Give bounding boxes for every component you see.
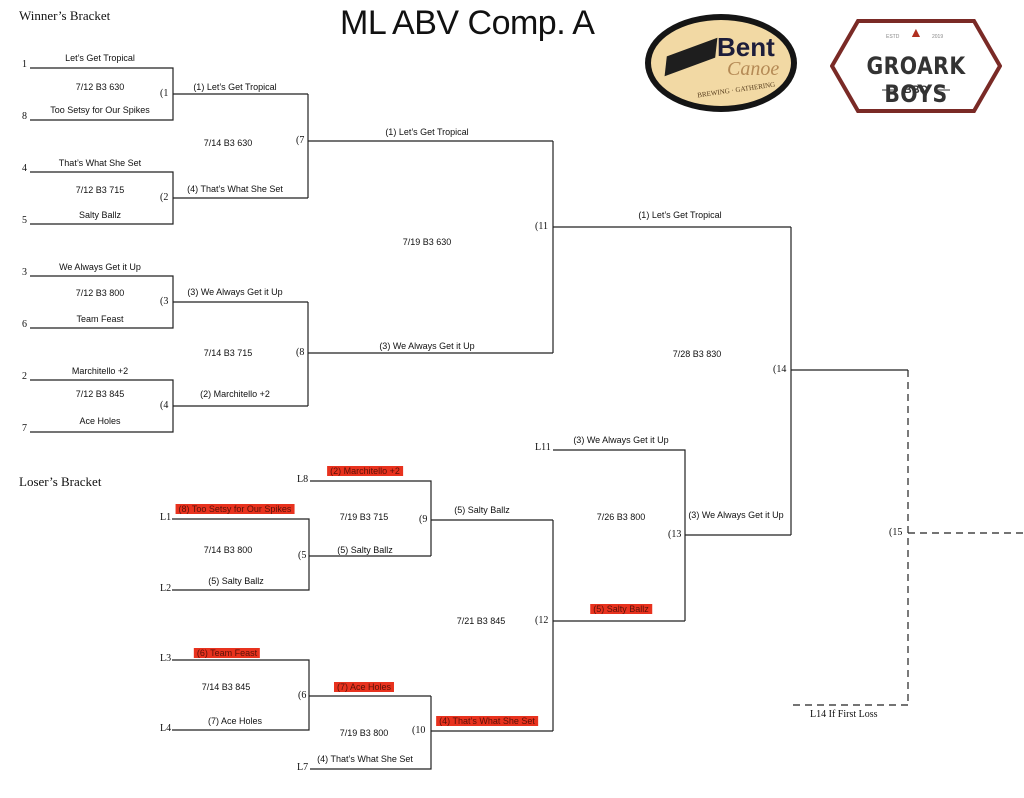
seed-number: L3 bbox=[160, 653, 172, 664]
team-slot: (4) That’s What She Set bbox=[317, 754, 413, 764]
match-number: (9 bbox=[419, 514, 428, 525]
seed-number: 8 bbox=[22, 111, 27, 122]
team-slot: (7) Ace Holes bbox=[207, 716, 263, 726]
logo-tagline: BREWING · GATHERING bbox=[696, 80, 776, 100]
logo-text: Canoe bbox=[727, 58, 780, 80]
match-time: 7/26 B3 800 bbox=[596, 512, 646, 522]
page-title: ML ABV Comp. A bbox=[340, 4, 595, 42]
team-slot: (5) Salty Ballz bbox=[454, 505, 510, 515]
match-number: (11 bbox=[535, 221, 548, 232]
logo-text: ESTD bbox=[886, 34, 900, 40]
match-number: (15 bbox=[889, 527, 903, 538]
team-slot: (4) That’s What She Set bbox=[187, 184, 283, 194]
match-number: (6 bbox=[298, 690, 307, 701]
seed-number: L11 bbox=[535, 442, 551, 453]
team-slot: (3) We Always Get it Up bbox=[379, 341, 475, 351]
match-time: 7/12 B3 800 bbox=[75, 288, 125, 298]
logo-text: BBQ bbox=[903, 84, 929, 96]
team-slot: Too Setsy for Our Spikes bbox=[50, 105, 150, 115]
seed-number: L4 bbox=[160, 723, 172, 734]
team-slot: We Always Get it Up bbox=[59, 262, 141, 272]
team-slot: Let’s Get Tropical bbox=[65, 53, 135, 63]
team-slot-eliminated: (4) That’s What She Set bbox=[436, 716, 538, 726]
seed-number: L8 bbox=[297, 474, 309, 485]
team-slot-wrapper: (6) Team Feast bbox=[193, 648, 261, 659]
match-number: (14 bbox=[773, 364, 787, 375]
match-time: 7/14 B3 630 bbox=[203, 138, 253, 148]
team-slot-eliminated: (6) Team Feast bbox=[193, 648, 261, 658]
match-time: 7/12 B3 630 bbox=[75, 82, 125, 92]
match-time: 7/14 B3 715 bbox=[203, 348, 253, 358]
match-number: (10 bbox=[412, 725, 426, 736]
team-slot-wrapper: (7) Ace Holes bbox=[333, 682, 395, 693]
match-number: (12 bbox=[535, 615, 549, 626]
team-slot: (2) Marchitello +2 bbox=[200, 389, 270, 399]
logo-text: Bent bbox=[717, 32, 775, 62]
match-number: (13 bbox=[668, 529, 682, 540]
team-slot: (1) Let’s Get Tropical bbox=[638, 210, 722, 220]
match-number: (3 bbox=[160, 296, 169, 307]
seed-number: L1 bbox=[160, 512, 172, 523]
team-slot-eliminated: (7) Ace Holes bbox=[333, 682, 395, 692]
team-slot-eliminated: (5) Salty Ballz bbox=[590, 604, 652, 614]
seed-number: 2 bbox=[22, 371, 27, 382]
team-slot-eliminated: (8) Too Setsy for Our Spikes bbox=[175, 504, 295, 514]
match-time: 7/28 B3 830 bbox=[672, 349, 722, 359]
seed-number: 6 bbox=[22, 319, 27, 330]
team-slot-wrapper: (2) Marchitello +2 bbox=[327, 466, 403, 477]
team-slot: Ace Holes bbox=[79, 416, 121, 426]
team-slot: (5) Salty Ballz bbox=[208, 576, 264, 586]
team-slot: Marchitello +2 bbox=[71, 366, 129, 376]
match-time: 7/19 B3 630 bbox=[402, 237, 452, 247]
seed-number: L7 bbox=[297, 762, 309, 773]
team-slot-wrapper: (5) Salty Ballz bbox=[590, 604, 652, 615]
team-slot: That’s What She Set bbox=[58, 158, 142, 168]
team-slot: (3) We Always Get it Up bbox=[688, 510, 784, 520]
match-number: (4 bbox=[160, 400, 169, 411]
match-number: (5 bbox=[298, 550, 307, 561]
match-number: (1 bbox=[160, 88, 169, 99]
if-necessary-note: L14 If First Loss bbox=[810, 709, 878, 720]
seed-number: 1 bbox=[22, 59, 27, 70]
match-time: 7/21 B3 845 bbox=[456, 616, 506, 626]
seed-number: 3 bbox=[22, 267, 27, 278]
match-time: 7/19 B3 800 bbox=[339, 728, 389, 738]
team-slot-eliminated: (2) Marchitello +2 bbox=[327, 466, 403, 476]
team-slot: (3) We Always Get it Up bbox=[187, 287, 283, 297]
seed-number: 4 bbox=[22, 163, 27, 174]
team-slot: (1) Let’s Get Tropical bbox=[193, 82, 277, 92]
match-time: 7/12 B3 845 bbox=[75, 389, 125, 399]
seed-number: 5 bbox=[22, 215, 27, 226]
bent-canoe-logo: Bent Canoe BREWING · GATHERING bbox=[645, 14, 797, 112]
match-number: (8 bbox=[296, 347, 305, 358]
match-number: (2 bbox=[160, 192, 169, 203]
match-time: 7/14 B3 800 bbox=[203, 545, 253, 555]
groark-boys-logo: ▲ ESTD 2019 GROARK BOYS BBQ bbox=[830, 18, 1002, 114]
flame-icon: ▲ bbox=[909, 24, 923, 40]
team-slot-wrapper: (4) That’s What She Set bbox=[436, 716, 538, 727]
match-time: 7/19 B3 715 bbox=[339, 512, 389, 522]
match-number: (7 bbox=[296, 135, 305, 146]
match-time: 7/12 B3 715 bbox=[75, 185, 125, 195]
winners-bracket-heading: Winner’s Bracket bbox=[19, 8, 111, 23]
canoe-paddle-icon bbox=[664, 37, 718, 77]
team-slot: Team Feast bbox=[76, 314, 124, 324]
logo-text: 2019 bbox=[932, 34, 944, 40]
team-slot-wrapper: (8) Too Setsy for Our Spikes bbox=[175, 504, 295, 515]
team-slot: Salty Ballz bbox=[78, 210, 122, 220]
logo-text: GROARK BOYS bbox=[866, 52, 966, 108]
team-slot: (5) Salty Ballz bbox=[337, 545, 393, 555]
match-time: 7/14 B3 845 bbox=[201, 682, 251, 692]
team-slot: (3) We Always Get it Up bbox=[573, 435, 669, 445]
losers-bracket-heading: Loser’s Bracket bbox=[19, 474, 102, 489]
seed-number: L2 bbox=[160, 583, 172, 594]
team-slot: (1) Let’s Get Tropical bbox=[385, 127, 469, 137]
seed-number: 7 bbox=[22, 423, 27, 434]
